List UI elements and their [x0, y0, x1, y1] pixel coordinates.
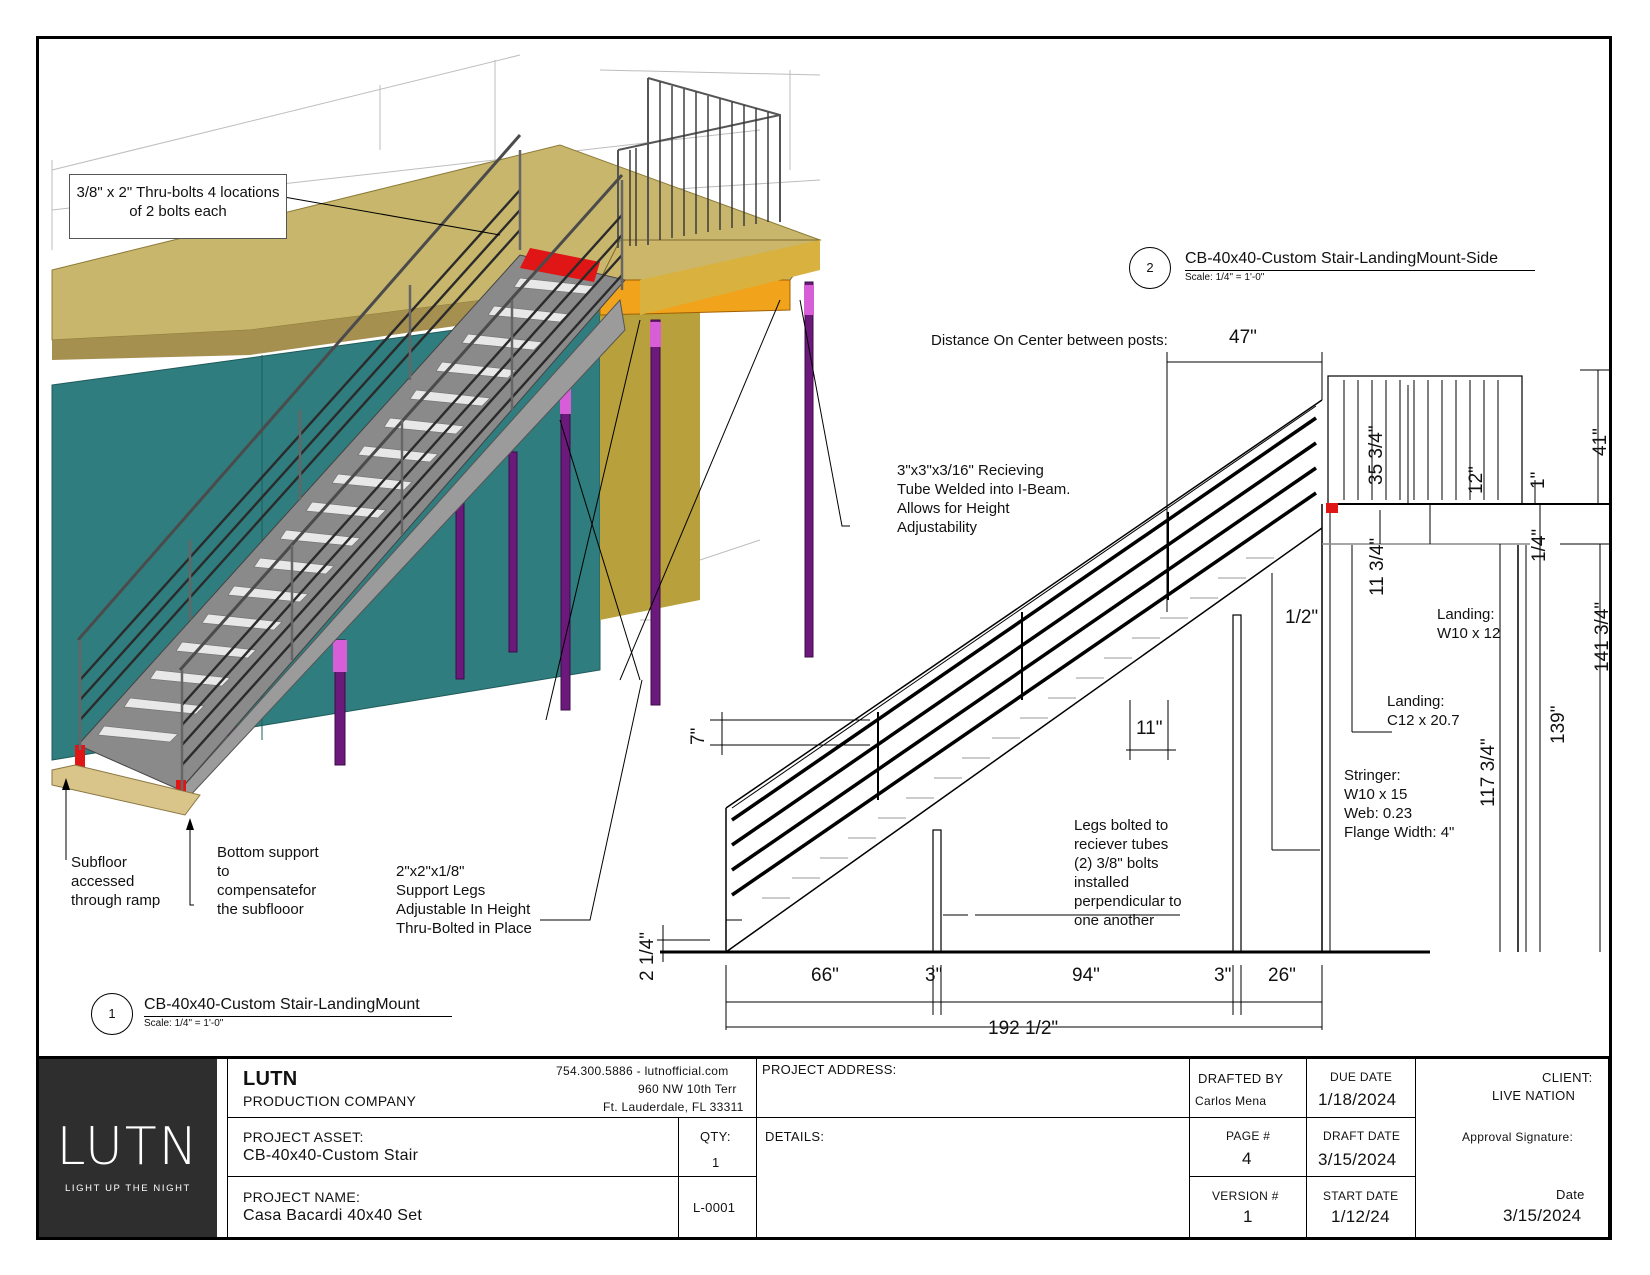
project-name-label: PROJECT NAME: [243, 1189, 361, 1205]
logo-wordmark: LUTN [56, 1117, 200, 1177]
page-label: PAGE # [1226, 1129, 1271, 1143]
callout-subfloor: Subfloor accessed through ramp [71, 854, 161, 909]
dim-1-4: 1/4" [1529, 528, 1550, 562]
callout-bottom-support: Bottom support to compensatefor the subf… [217, 844, 319, 918]
dim-41: 41" [1590, 428, 1611, 456]
dim-141-3-4: 141 3/4" [1592, 601, 1613, 672]
callout-landing-c12: Landing: C12 x 20.7 [1387, 693, 1460, 729]
draft-date-label: DRAFT DATE [1323, 1129, 1401, 1143]
callout-landing-w10: Landing: W10 x 12 [1437, 606, 1501, 642]
page-value: 4 [1242, 1149, 1252, 1168]
isometric-stair-view [51, 54, 1180, 921]
date-value: 3/15/2024 [1503, 1206, 1582, 1225]
view-title-underline-2 [1185, 270, 1535, 271]
sheet-code-cell [678, 1176, 757, 1238]
dim-117-3-4: 117 3/4" [1478, 738, 1499, 807]
dim-1: 1" [1528, 471, 1549, 489]
client-label: CLIENT: [1542, 1070, 1593, 1085]
distance-on-center-label: Distance On Center between posts: [931, 332, 1168, 349]
client-value: LIVE NATION [1492, 1088, 1576, 1103]
side-elevation-view [657, 352, 1610, 1030]
project-asset-value: CB-40x40-Custom Stair [243, 1147, 419, 1164]
project-address-label: PROJECT ADDRESS: [762, 1062, 897, 1077]
dim-2-1-4: 2 1/4" [637, 931, 658, 981]
due-date-value: 1/18/2024 [1318, 1090, 1397, 1109]
callout-stringer: Stringer: W10 x 15 Web: 0.23 Flange Widt… [1344, 767, 1455, 841]
dim-3-left: 3" [925, 965, 943, 986]
view-title-underline-1 [144, 1016, 452, 1017]
callout-thru-bolts: 3/8" x 2" Thru-bolts 4 locations of 2 bo… [69, 174, 287, 239]
date-label: Date [1556, 1187, 1585, 1202]
drafted-by-cell [1189, 1058, 1307, 1118]
view-title-1: CB-40x40-Custom Stair-LandingMount [144, 996, 420, 1013]
details-label: DETAILS: [765, 1129, 825, 1144]
version-label: VERSION # [1212, 1189, 1279, 1203]
view-title-2: CB-40x40-Custom Stair-LandingMount-Side [1185, 250, 1499, 267]
contact-city: Ft. Lauderdale, FL 33311 [603, 1100, 744, 1114]
callout-support-legs: 2"x2"x1/8" Support Legs Adjustable In He… [396, 863, 532, 937]
drafted-by-label: DRAFTED BY [1198, 1071, 1284, 1086]
dim-1-2: 1/2" [1285, 607, 1319, 628]
start-date-cell [1306, 1176, 1416, 1238]
start-date-label: START DATE [1323, 1189, 1399, 1203]
view-scale-2: Scale: 1/4" = 1'-0" [1185, 272, 1265, 283]
dim-3-right: 3" [1214, 965, 1232, 986]
dim-11-3-4: 11 3/4" [1367, 537, 1388, 596]
dim-47: 47" [1229, 327, 1257, 348]
qty-value: 1 [712, 1155, 720, 1170]
title-block [36, 1056, 1612, 1243]
dim-35-3-4: 35 3/4" [1366, 425, 1387, 485]
dim-139: 139" [1548, 705, 1569, 744]
drawing-sheet-border [36, 36, 1612, 1240]
start-date-value: 1/12/24 [1331, 1207, 1390, 1226]
project-name-value: Casa Bacardi 40x40 Set [243, 1207, 423, 1224]
lutn-logo: LUTN LIGHT UP THE NIGHT [39, 1059, 217, 1237]
dim-7: 7" [688, 727, 709, 745]
draft-date-value: 3/15/2024 [1318, 1150, 1397, 1169]
dim-11: 11" [1136, 718, 1163, 739]
due-date-label: DUE DATE [1330, 1070, 1393, 1084]
version-value: 1 [1243, 1207, 1253, 1226]
contact-phone-web: 754.300.5886 - lutnofficial.com [556, 1064, 729, 1078]
logo-tagline: LIGHT UP THE NIGHT [65, 1183, 191, 1194]
view-number-bubble-2: 2 [1129, 247, 1171, 289]
callout-receiving-tube: 3"x3"x3/16" Recieving Tube Welded into I… [897, 462, 1071, 536]
company-name: LUTN [243, 1068, 298, 1090]
company-subtitle: PRODUCTION COMPANY [243, 1093, 417, 1109]
callout-legs-bolted: Legs bolted to reciever tubes (2) 3/8" b… [1074, 817, 1182, 929]
dim-26: 26" [1268, 965, 1296, 986]
drafted-by-value: Carlos Mena [1195, 1094, 1267, 1108]
project-asset-label: PROJECT ASSET: [243, 1129, 364, 1145]
approval-signature-label: Approval Signature: [1462, 1130, 1574, 1144]
contact-street: 960 NW 10th Terr [638, 1082, 737, 1096]
view-scale-1: Scale: 1/4" = 1'-0" [144, 1018, 224, 1029]
dim-66: 66" [811, 965, 839, 986]
dim-192-1-2: 192 1/2" [988, 1018, 1059, 1039]
dim-94: 94" [1072, 965, 1100, 986]
dim-12: 12" [1466, 466, 1487, 494]
sheet-code: L-0001 [693, 1200, 736, 1215]
view-number-bubble-1: 1 [91, 993, 133, 1035]
qty-label: QTY: [700, 1129, 731, 1144]
